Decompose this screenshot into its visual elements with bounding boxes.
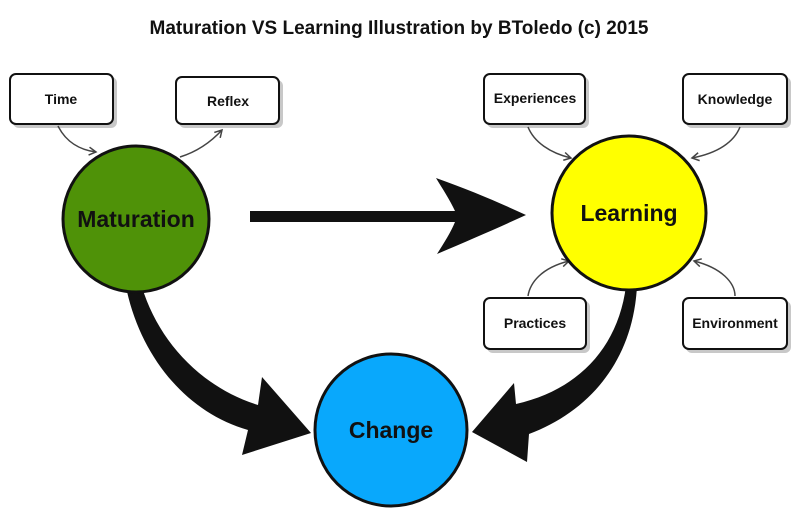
node-change xyxy=(313,352,469,508)
factor-label-practices: Practices xyxy=(504,315,566,331)
node-learning xyxy=(550,134,708,292)
arrow-maturation-to-reflex xyxy=(179,128,224,158)
node-label-maturation: Maturation xyxy=(77,206,195,232)
node-maturation xyxy=(61,144,211,294)
factor-box-practices: Practices xyxy=(483,297,590,353)
factor-label-reflex: Reflex xyxy=(207,93,249,109)
diagram-title: Maturation VS Learning Illustration by B… xyxy=(150,18,649,39)
arrow-experiences-to-learning xyxy=(527,126,573,161)
arrow-environment-to-learning xyxy=(692,258,736,297)
factor-box-knowledge: Knowledge xyxy=(682,73,791,128)
arrow-learning-to-change xyxy=(472,286,637,462)
arrow-knowledge-to-learning xyxy=(690,126,741,162)
factor-label-time: Time xyxy=(45,91,78,107)
arrow-time-to-maturation xyxy=(57,125,98,156)
node-label-change: Change xyxy=(349,417,433,443)
factor-label-environment: Environment xyxy=(692,315,778,331)
factor-box-time: Time xyxy=(9,73,117,128)
factor-box-reflex: Reflex xyxy=(175,76,283,128)
node-label-learning: Learning xyxy=(580,200,677,226)
arrow-practices-to-learning xyxy=(527,258,571,297)
factor-label-knowledge: Knowledge xyxy=(698,91,773,107)
arrow-maturation-to-learning xyxy=(250,178,526,254)
arrow-maturation-to-change xyxy=(126,287,311,455)
factor-box-environment: Environment xyxy=(682,297,791,353)
factor-box-experiences: Experiences xyxy=(483,73,589,128)
factor-label-experiences: Experiences xyxy=(494,90,577,106)
